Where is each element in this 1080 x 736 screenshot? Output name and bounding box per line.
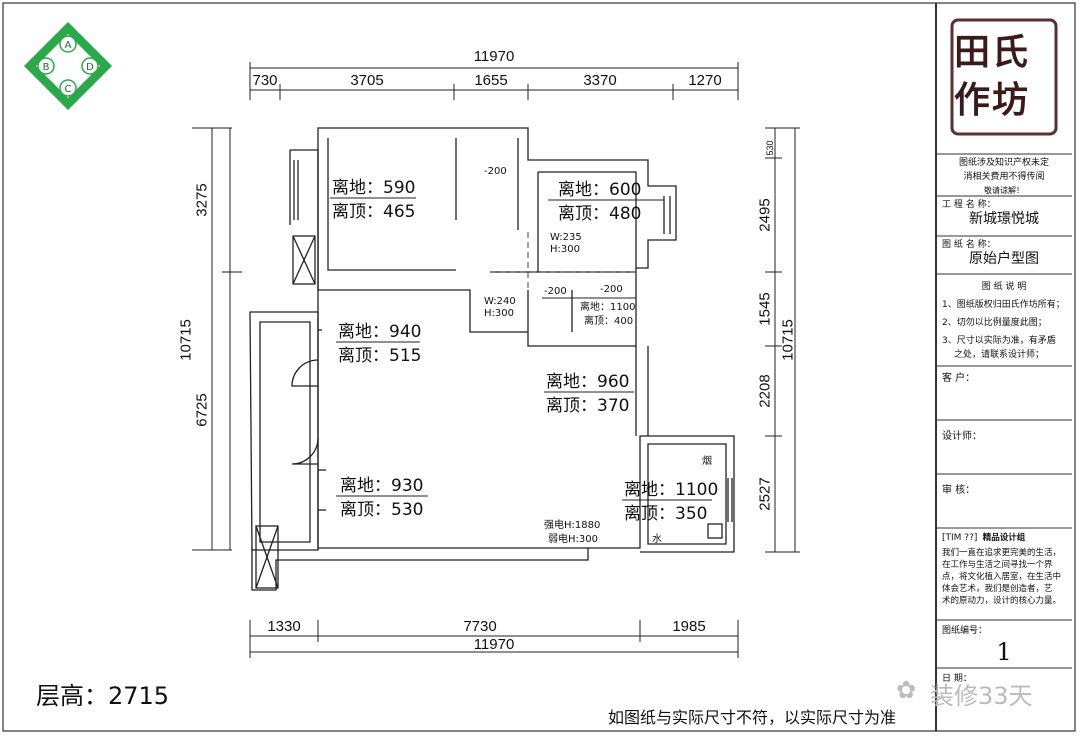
dim-left-seg: 6725 — [193, 393, 211, 427]
window-floor: 离地：1100 — [580, 302, 636, 313]
weak-current-note: 弱电H:300 — [548, 534, 598, 545]
dim-bottom-total: 11970 — [473, 636, 515, 653]
dim-right-seg: 530 — [765, 140, 775, 156]
flue-note: 烟 — [702, 456, 712, 467]
compass-c: C — [65, 84, 72, 95]
opening-width: W:235 — [550, 232, 582, 243]
copyright-note: 图纸涉及知识产权未定 消相关费用不得传阅 敬请谅解！ — [958, 158, 1049, 195]
client-field: 客 户： — [942, 373, 976, 384]
team-name: 精品设计组 — [982, 533, 1026, 543]
project-field: 工 程 名 称： 新城璟悦城 — [942, 200, 1039, 227]
team-block: [TIM ??] 精品设计组 我们一直在追求更完美的生活， 在工作与生活之间寻找… — [942, 533, 1062, 606]
dim-right-seg: 2527 — [756, 477, 774, 511]
level-note: -200 — [544, 286, 567, 297]
walls — [249, 127, 735, 591]
dim-top-seg: 730 — [252, 72, 278, 89]
compass-b: B — [43, 62, 50, 73]
sheet-number-field: 图纸编号： 1 — [942, 626, 1012, 666]
dim-bottom-seg: 1330 — [267, 618, 301, 635]
dim-left-total: 10715 — [177, 319, 195, 361]
floor-height: 层高：2715 — [36, 682, 170, 710]
window-ceiling: 离顶：400 — [584, 316, 634, 327]
compass-icon: A B D C — [24, 22, 112, 110]
title-block: 田氏作坊 图纸涉及知识产权未定 消相关费用不得传阅 敬请谅解！ 工 程 名 称：… — [936, 4, 1072, 730]
dim-top-seg: 1270 — [688, 72, 722, 89]
dim-right-seg: 1545 — [756, 292, 774, 326]
level-note: -200 — [600, 284, 623, 295]
dimension-lines — [192, 62, 800, 658]
level-note: -200 — [484, 166, 507, 177]
opening-height: H:300 — [484, 308, 514, 319]
team-tag: [TIM ??] — [942, 533, 978, 543]
designer-field: 设计师： — [942, 431, 982, 442]
compass-a: A — [65, 40, 72, 51]
dim-left-seg: 3275 — [193, 183, 211, 217]
review-field: 审 核： — [942, 485, 976, 496]
dim-top-seg: 1655 — [474, 72, 508, 89]
watermark: 装修33天 — [930, 682, 1033, 710]
dim-bottom-seg: 7730 — [463, 618, 497, 635]
dim-top-seg: 3705 — [350, 72, 384, 89]
studio-logo: 田氏作坊 — [954, 31, 1031, 121]
dim-top-seg: 3370 — [583, 72, 617, 89]
dim-right-seg: 2495 — [756, 198, 774, 232]
drawing-field: 图 纸 名 称： 原始户型图 — [942, 240, 1039, 267]
dim-bottom-seg: 1985 — [672, 618, 706, 635]
date-field: 日 期： — [942, 674, 972, 684]
water-note: 水 — [652, 534, 662, 545]
drawing-notes: 图 纸 说 明 1、图纸版权归田氏作坊所有； 2、切勿以比例量度此图； 3、尺寸… — [942, 282, 1065, 360]
title-block-grid — [936, 18, 1072, 669]
opening-width: W:240 — [484, 296, 516, 307]
compass-d: D — [86, 62, 94, 73]
wechat-icon: ✿ — [896, 676, 917, 704]
strong-current-note: 强电H:1880 — [544, 520, 601, 531]
disclaimer: 如图纸与实际尺寸不符，以实际尺寸为准 — [608, 708, 897, 727]
dim-right-seg: 2208 — [756, 374, 774, 408]
opening-height: H:300 — [550, 244, 580, 255]
dim-right-total: 10715 — [779, 319, 797, 361]
dim-top-total: 11970 — [473, 48, 515, 65]
